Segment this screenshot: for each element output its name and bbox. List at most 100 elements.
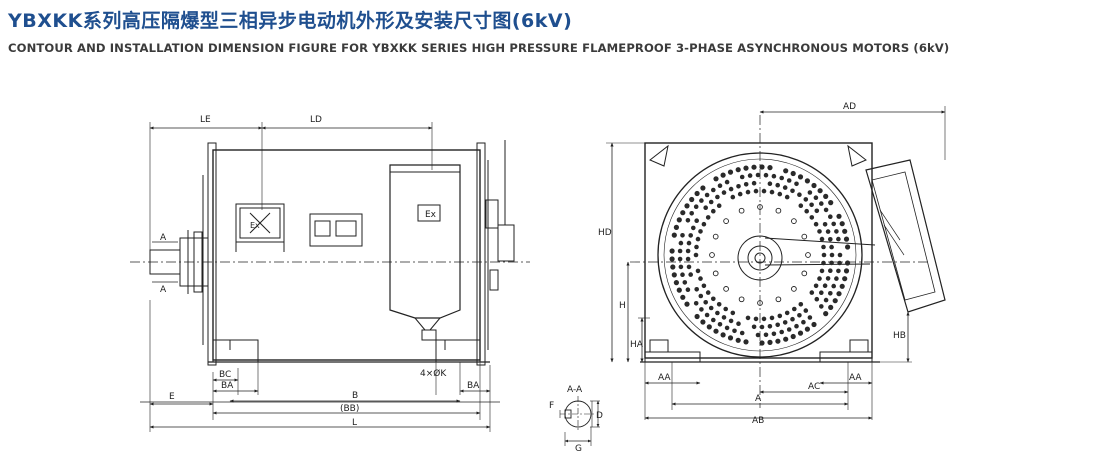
label-D: D [596, 411, 603, 421]
cooling-hole [797, 174, 804, 180]
cooling-hole [814, 296, 820, 302]
cooling-hole [689, 211, 694, 216]
cooling-hole [735, 167, 741, 173]
cooling-hole [671, 232, 677, 238]
cooling-hole [727, 169, 734, 175]
cooling-hole [783, 336, 789, 342]
bolt-hole [738, 296, 745, 303]
cooling-hole [689, 196, 695, 203]
cooling-hole [845, 260, 851, 266]
cooling-hole [823, 297, 829, 303]
cooling-hole [676, 217, 682, 223]
label-AA-left: AA [658, 373, 671, 383]
cooling-hole [804, 208, 809, 214]
cooling-hole [700, 319, 706, 325]
cooling-hole [755, 172, 761, 178]
cooling-hole [703, 300, 708, 305]
cooling-hole [828, 291, 833, 296]
cooling-hole [797, 192, 802, 197]
cooling-hole [804, 326, 811, 332]
cooling-hole [817, 276, 822, 281]
cooling-hole [698, 293, 704, 299]
cooling-hole [721, 315, 727, 320]
label-HA: HA [630, 340, 644, 350]
cooling-hole [822, 222, 828, 227]
cooling-hole [747, 173, 753, 178]
cooling-hole [694, 244, 699, 250]
label-LD: LD [310, 115, 322, 125]
cooling-hole [843, 236, 850, 242]
bolt-hole [775, 296, 782, 303]
label-BA-left: BA [221, 381, 234, 391]
cooling-hole [686, 264, 692, 270]
cooling-hole [837, 252, 843, 258]
bolt-hole [791, 218, 797, 224]
cooling-hole [695, 268, 701, 274]
label-AC: AC [808, 382, 820, 392]
end-view [606, 106, 946, 420]
bolt-hole [801, 233, 808, 240]
cooling-hole [828, 214, 833, 219]
ex-mark-large: Ex [425, 210, 437, 220]
cooling-hole [678, 264, 684, 270]
cooling-hole [711, 317, 716, 323]
cooling-hole [685, 248, 691, 254]
label-HD: HD [598, 228, 612, 238]
cooling-hole [711, 187, 716, 193]
cooling-hole [771, 331, 777, 337]
label-B: B [352, 391, 358, 401]
cooling-hole [825, 276, 831, 281]
cooling-hole [713, 176, 719, 182]
cooling-hole [751, 164, 757, 170]
cooling-hole [786, 327, 792, 332]
cooling-hole [669, 256, 675, 262]
bolt-hole [805, 252, 811, 258]
cooling-hole [809, 202, 814, 208]
cooling-hole [811, 321, 817, 328]
cooling-hole [716, 302, 722, 307]
cooling-hole [685, 218, 691, 223]
cooling-hole [711, 208, 716, 214]
cooling-hole [814, 208, 820, 214]
cooling-hole [732, 328, 737, 334]
cooling-hole [717, 183, 723, 188]
cooling-hole [843, 268, 850, 274]
cooling-hole [730, 310, 736, 316]
cooling-hole [716, 203, 722, 208]
cooling-hole [813, 283, 819, 289]
cooling-hole [711, 296, 716, 302]
label-A-top: A [160, 233, 167, 243]
cooling-hole [798, 203, 804, 208]
bolt-hole [723, 286, 729, 292]
cooling-hole [669, 248, 675, 254]
cooling-hole [821, 252, 827, 258]
cooling-hole [737, 191, 743, 197]
cooling-hole [720, 172, 726, 178]
cooling-hole [819, 201, 824, 206]
label-A-bottom: A [160, 285, 167, 295]
cooling-hole [698, 229, 703, 234]
cooling-hole [763, 172, 769, 178]
cooling-hole [751, 180, 757, 186]
end-view-labels: AD HD H HA HB AA AA AC A AB [598, 102, 906, 426]
label-L: L [352, 418, 357, 428]
cooling-hole [809, 215, 815, 220]
cooling-hole [836, 291, 842, 297]
cooling-hole [761, 188, 767, 194]
cooling-hole [693, 252, 699, 258]
cooling-hole [693, 301, 699, 306]
cooling-hole [700, 185, 706, 191]
cooling-hole [836, 236, 841, 242]
label-G: G [575, 444, 582, 452]
label-AD: AD [843, 102, 856, 112]
side-view-labels: LE LD A A Ex Ex BC BA 4×ØK BA E B (BB) L [160, 115, 480, 428]
cooling-hole [743, 339, 749, 345]
cooling-hole [673, 224, 680, 230]
cooling-hole [671, 272, 677, 278]
cooling-hole [694, 313, 700, 320]
cooling-hole [680, 272, 685, 278]
cooling-hole [684, 301, 690, 307]
cooling-hole [790, 188, 795, 194]
cooling-hole [767, 181, 773, 186]
cooling-hole [828, 268, 833, 274]
